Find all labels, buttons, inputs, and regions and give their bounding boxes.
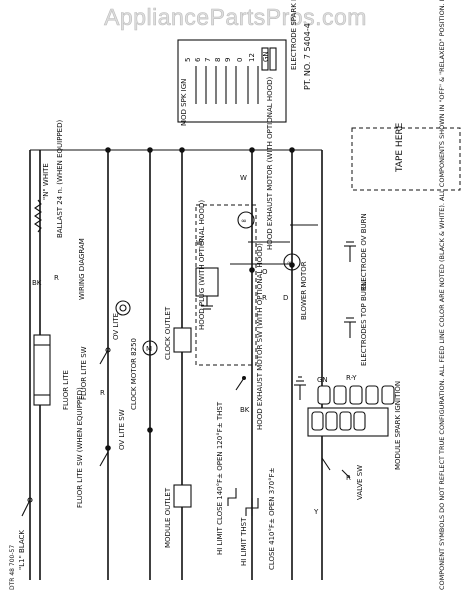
hi-limit-thst-1 xyxy=(227,488,253,516)
wire-tag-gn: GN xyxy=(317,376,328,384)
l1-label: "L1" BLACK xyxy=(18,530,26,570)
wire-tag-bk-1: BK xyxy=(32,279,42,287)
optional-hood-box xyxy=(195,204,257,366)
electrode-spark-label: ELECTRODE SPARK IGN LEADS xyxy=(290,0,298,70)
blower-motor-label: BLOWER MOTOR xyxy=(300,261,308,320)
hi-limit-thst-2-label: HI LIMIT THST xyxy=(240,517,248,566)
close-open-label: CLOSE 410°F± OPEN 370°F± xyxy=(268,467,276,570)
ground-symbol xyxy=(294,376,306,400)
fluor-lite-sw xyxy=(21,497,33,517)
ov-lite-sw-label: OV LITE SW xyxy=(118,409,126,450)
electrode-ov-burn xyxy=(344,241,356,262)
drawing-code: DTR 48 700-57 xyxy=(9,545,16,590)
ov-lite-label: OV LITE xyxy=(112,313,120,340)
fluor-lite-label: FLUOR LITE xyxy=(62,370,70,410)
footnote: COMPONENT SYMBOLS DO NOT REFLECT TRUE CO… xyxy=(438,0,446,590)
clock-outlet xyxy=(173,327,192,360)
n-label: "N" WHITE xyxy=(42,163,50,200)
ov-lite-bulb xyxy=(115,300,131,316)
wire-tag-w-2: W xyxy=(240,174,247,182)
hood-exhaust-motor-label: HOOD EXHAUST MOTOR (WITH OPTIONAL HOOD) xyxy=(266,76,274,250)
hi-limit-thst-2 xyxy=(251,498,259,516)
electrodes-top-burn xyxy=(344,317,356,338)
electrodes-top-label: ELECTRODES TOP BURN xyxy=(360,281,368,366)
hood-exhaust-motor-sw xyxy=(235,376,246,391)
clock-motor-label: CLOCK MOTOR 8250 xyxy=(130,338,138,410)
connector-pin-4: 9 xyxy=(224,58,232,62)
hood-exhaust-sw-label: HOOD EXHAUST MOTOR SW (WITH OPTIONAL HOO… xyxy=(256,243,264,430)
svg-text:∞: ∞ xyxy=(287,259,293,267)
fluor-lite-sw-equipped-label: FLUOR LITE SW (WHEN EQUIPPED) xyxy=(76,387,84,508)
clock-outlet-label: CLOCK OUTLET xyxy=(164,306,172,360)
wire-tag-ry: R-Y xyxy=(346,374,357,382)
wire-tag-y: Y xyxy=(313,508,319,516)
wire-tag-r-3: R xyxy=(262,294,267,302)
wire-tag-d: D xyxy=(283,294,288,302)
tape-here-box xyxy=(351,127,461,191)
valve-sw-label: VALVE SW xyxy=(356,465,364,500)
wire-tag-r-4: R xyxy=(346,474,351,482)
fluor-lite-tube xyxy=(33,334,51,406)
wire-tag-o: O xyxy=(262,268,268,276)
ov-lite-sw xyxy=(99,451,109,467)
watermark: AppliancePartsPros.com xyxy=(104,4,367,31)
connector-pin-3: 8 xyxy=(214,58,222,62)
module-outlet-label: MODULE OUTLET xyxy=(164,487,172,548)
mod-spk-ign-label: MOD SPK IGN xyxy=(180,79,188,126)
wiring-diagram-label: WIRING DIAGRAM xyxy=(78,238,86,300)
module-spark-connectors xyxy=(317,385,395,405)
hood-exhaust-motor: ∞ xyxy=(237,211,255,229)
connector-pin-2: 7 xyxy=(204,58,212,62)
module-outlet xyxy=(173,484,192,508)
connector-block xyxy=(177,39,287,123)
wire-tag-r-1: R xyxy=(54,274,59,282)
hood-plug-label: HOOD PLUG (WITH OPTIONAL HOOD) xyxy=(198,200,206,330)
connector-pin-0: 5 xyxy=(184,58,192,62)
hi-limit-thst-1-label: HI LIMIT CLOSE 140°F± OPEN 120°F± THST xyxy=(216,401,224,555)
connector-pin-5: 0 xyxy=(236,58,244,62)
fluor-lite-sw-label: FLUOR LITE SW xyxy=(80,346,88,400)
svg-text:M: M xyxy=(146,345,152,353)
hood-plug xyxy=(195,267,219,310)
connector-pin-7: GN xyxy=(262,51,270,62)
connector-pin-6: 12 xyxy=(248,53,256,62)
connector-pin-1: 6 xyxy=(194,57,202,62)
wire-tag-bk-2: BK xyxy=(240,406,250,414)
module-spark-label: MODULE SPARK IGNITION xyxy=(394,381,402,470)
module-spark-ignition xyxy=(307,407,389,437)
blower-motor: ∞ xyxy=(283,253,301,271)
wire-tag-r-2: R xyxy=(100,389,105,397)
ballast xyxy=(34,199,42,233)
tape-here-label: TAPE HERE xyxy=(395,122,405,173)
svg-text:∞: ∞ xyxy=(241,217,247,225)
ballast-label: BALLAST 24 n. (WHEN EQUIPPED) xyxy=(56,120,64,238)
fluor-lite-sw-equipped xyxy=(99,347,111,365)
wire-tag-w-1: W xyxy=(196,239,203,247)
valve-sw xyxy=(321,457,351,479)
electrode-ov-label: ELECTRODE OV BURN xyxy=(360,213,368,290)
clock-motor: M xyxy=(142,340,158,356)
part-number: PT. NO. 7 5404-4 xyxy=(303,23,312,90)
